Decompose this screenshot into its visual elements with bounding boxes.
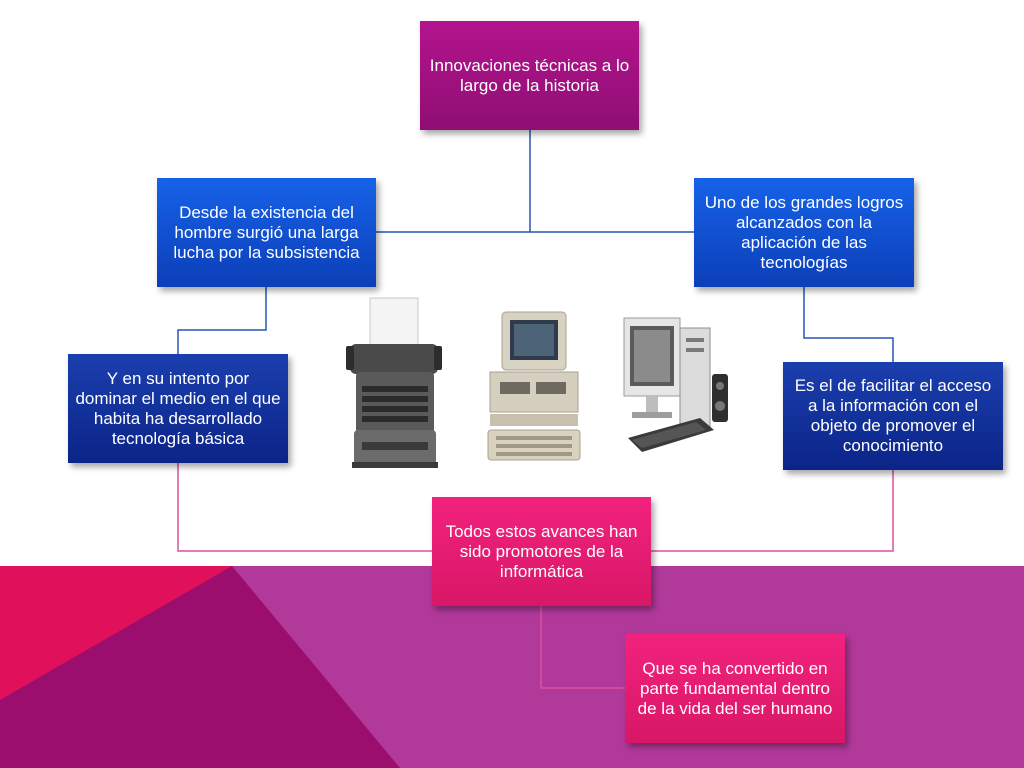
node-top-label: Innovaciones técnicas a lo largo de la h… <box>429 55 630 95</box>
typewriter-image <box>346 297 442 468</box>
connector-center-to-bottom-right <box>540 606 625 689</box>
node-left-lower-label: Y en su intento por dominar el medio en … <box>75 368 281 448</box>
node-bottom-right: Que se ha convertido en parte fundamenta… <box>625 634 845 743</box>
retro-computer-image <box>487 311 581 461</box>
connector-left-upper-to-left-lower <box>177 287 267 354</box>
background-triangle-crimson <box>0 566 232 700</box>
connector-right-upper-to-right-lower <box>803 287 894 362</box>
node-left-lower: Y en su intento por dominar el medio en … <box>68 354 288 463</box>
node-right-upper: Uno de los grandes logros alcanzados con… <box>694 178 914 287</box>
connector-right-lower-to-center <box>651 470 894 552</box>
node-top: Innovaciones técnicas a lo largo de la h… <box>420 21 639 130</box>
node-bottom-right-label: Que se ha convertido en parte fundamenta… <box>637 658 833 718</box>
technology-illustration <box>346 297 728 468</box>
modern-computer-image <box>623 317 728 452</box>
node-right-lower-label: Es el de facilitar el acceso a la inform… <box>794 376 992 455</box>
connector-left-lower-to-center <box>177 463 432 552</box>
node-right-upper-label: Uno de los grandes logros alcanzados con… <box>704 192 904 272</box>
node-left-upper-label: Desde la existencia del hombre surgió un… <box>173 202 360 262</box>
node-right-lower: Es el de facilitar el acceso a la inform… <box>783 362 1003 470</box>
node-center-bottom: Todos estos avances han sido promotores … <box>432 497 651 606</box>
node-center-bottom-label: Todos estos avances han sido promotores … <box>445 521 638 581</box>
node-left-upper: Desde la existencia del hombre surgió un… <box>157 178 376 287</box>
